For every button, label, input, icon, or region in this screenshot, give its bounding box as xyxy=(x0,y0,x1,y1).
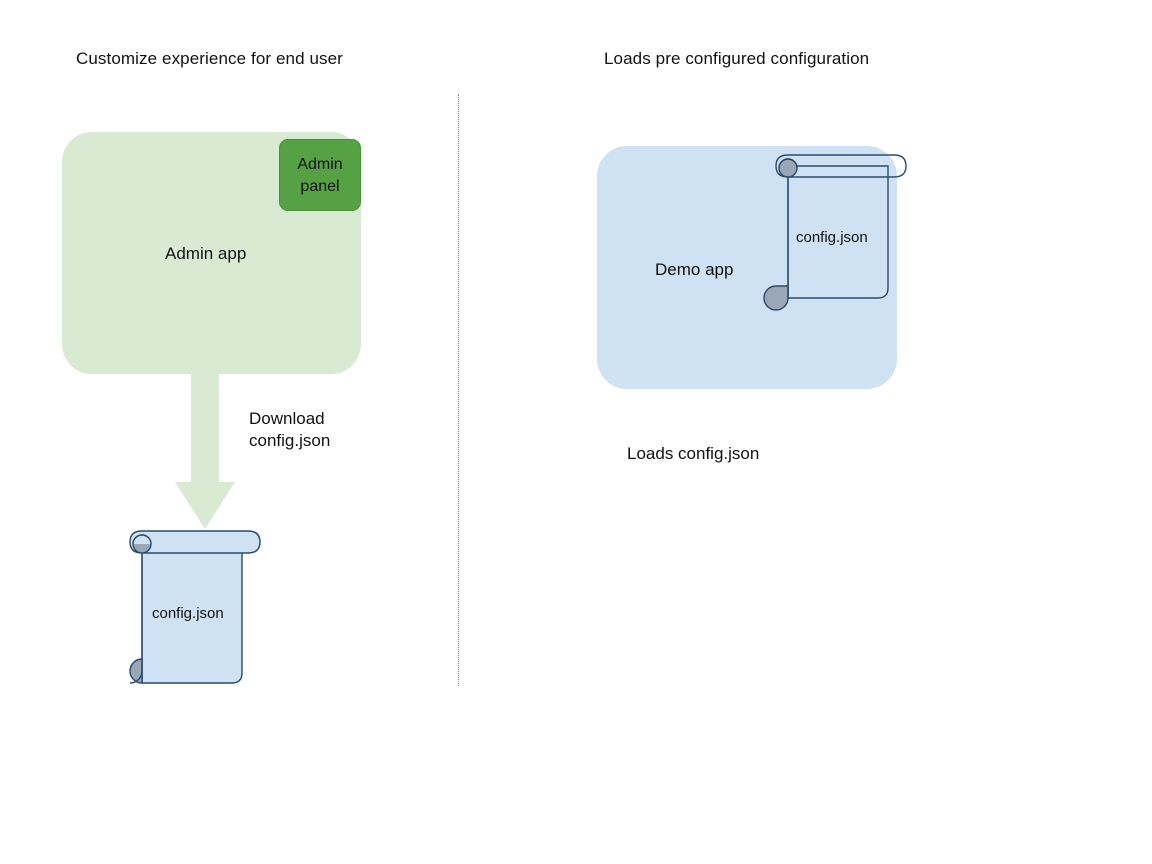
config-json-document-left[interactable] xyxy=(120,528,270,693)
download-arrow-label: Download config.json xyxy=(249,409,331,450)
column-heading-left: Customize experience for end user xyxy=(76,49,343,68)
admin-app-label: Admin app xyxy=(165,244,247,263)
config-json-document-right[interactable] xyxy=(763,152,916,311)
demo-app-container xyxy=(597,146,897,389)
download-arrow-icon xyxy=(174,372,236,530)
column-divider xyxy=(458,94,459,686)
loads-config-caption: Loads config.json xyxy=(627,444,760,463)
column-heading-right: Loads pre configured configuration xyxy=(604,49,870,68)
demo-app-label: Demo app xyxy=(655,260,734,279)
config-json-label-left: config.json xyxy=(152,605,224,622)
config-json-label-right: config.json xyxy=(796,229,868,246)
admin-panel-chip-label: Admin panel xyxy=(297,156,343,195)
admin-panel-chip[interactable]: Admin panel xyxy=(279,139,361,211)
